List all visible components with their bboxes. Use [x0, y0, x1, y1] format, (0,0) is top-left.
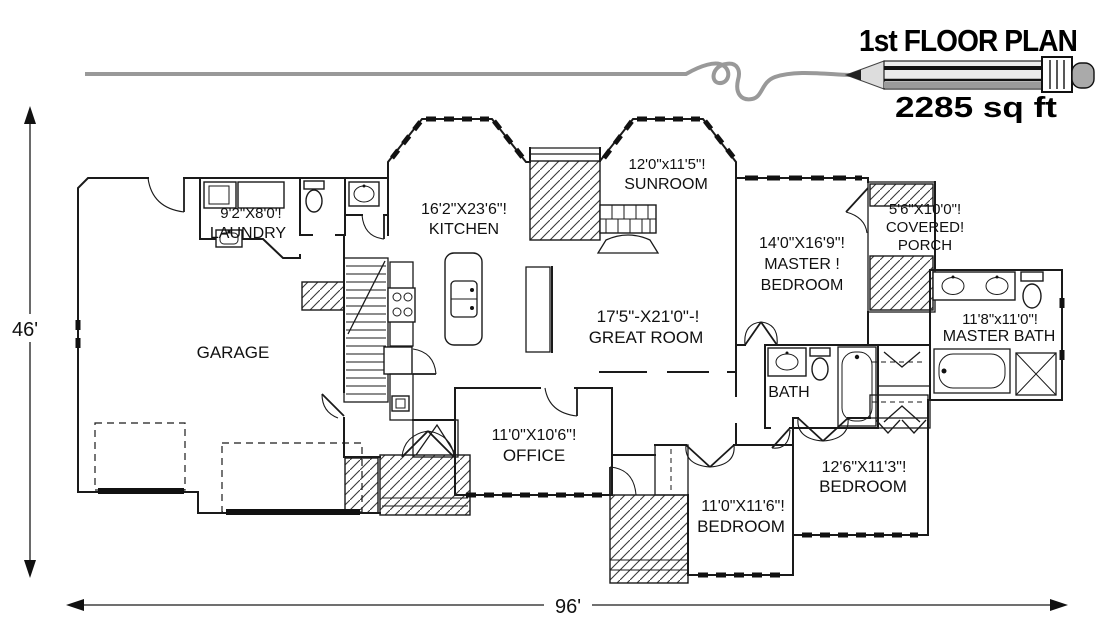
bedroom-front-closet — [654, 444, 689, 496]
sunroom-name: SUNROOM — [624, 176, 708, 193]
bath-name: BATH — [768, 384, 809, 401]
room-sunroom: 12'0"x11'5"! SUNROOM — [624, 156, 708, 193]
kitchen-island — [444, 252, 483, 346]
covered-porch-dims: 5'6"X10'0"! — [889, 201, 961, 218]
room-bedroom-front: 11'0"X11'6"! BEDROOM — [697, 498, 785, 536]
width-dimension-label: 96' — [555, 596, 581, 618]
room-office: 11'0"X10'6"! OFFICE — [492, 427, 577, 465]
porch-hatches — [301, 147, 936, 584]
prep-sink-icon — [391, 395, 410, 412]
laundry-sink-icon — [215, 229, 243, 248]
master-bedroom-name-1: MASTER ! — [764, 256, 840, 273]
kitchen-counter-east — [525, 266, 551, 353]
cooktop-icon — [387, 287, 416, 323]
hall-sink-icon — [348, 181, 380, 207]
walls — [77, 118, 1063, 576]
master-bath-dims: 11'8"x11'0"! — [962, 311, 1038, 328]
master-toilet-icon — [1020, 271, 1044, 309]
bath-toilet-icon — [809, 347, 831, 381]
master-bath-name: MASTER BATH — [943, 328, 1056, 345]
pantry-cabinet — [383, 346, 413, 375]
laundry-dims: 9'2"X8'0'! — [220, 205, 281, 222]
great-room-dims: 17'5"-X21'0"-! — [597, 307, 700, 326]
room-garage: GARAGE — [197, 343, 270, 362]
bedroom-right-name: BEDROOM — [819, 477, 907, 496]
pencil-icon — [844, 56, 1095, 93]
powder-toilet-icon — [303, 180, 325, 213]
room-master-bedroom: 14'0"X16'9"! MASTER ! BEDROOM — [759, 235, 845, 294]
vertical-dimension: 46' — [6, 106, 48, 578]
office-name: OFFICE — [503, 446, 565, 465]
laundry-fixtures — [203, 180, 380, 248]
office-dims: 11'0"X10'6"! — [492, 427, 577, 444]
room-master-bath: 11'8"x11'0"! MASTER BATH — [943, 311, 1056, 345]
kitchen-name: KITCHEN — [429, 221, 499, 238]
pencil-sketch-line — [85, 61, 851, 102]
master-vanity — [932, 271, 1016, 301]
room-laundry: 9'2"X8'0'! LAUNDRY — [210, 205, 287, 242]
great-room-name: GREAT ROOM — [589, 328, 704, 347]
garage-name: GARAGE — [197, 343, 270, 362]
master-bedroom-dims: 14'0"X16'9"! — [759, 235, 845, 252]
bath-vanity-sink-icon — [767, 347, 807, 377]
room-bath: BATH — [768, 384, 809, 401]
master-bath-fixtures — [932, 271, 1057, 396]
island-sink-icon — [450, 280, 478, 318]
room-kitchen: 16'2"X23'6"! KITCHEN — [421, 201, 507, 238]
master-bedroom-name-2: BEDROOM — [761, 277, 844, 294]
hearth — [596, 234, 660, 254]
stairs — [343, 257, 389, 403]
master-tub-icon — [933, 348, 1011, 394]
room-labels: 9'2"X8'0'! LAUNDRY 16'2"X23'6"! KITCHEN … — [197, 156, 1056, 536]
bath-fixtures — [767, 346, 877, 427]
bedroom-front-dims: 11'0"X11'6"! — [701, 498, 785, 515]
shower-icon — [1015, 352, 1057, 396]
laundry-name: LAUNDRY — [210, 225, 287, 242]
header: 1st FLOOR PLAN 2285 sq ft — [85, 23, 1095, 124]
room-great-room: 17'5"-X21'0"-! GREAT ROOM — [589, 307, 704, 347]
covered-porch-name-2: PORCH — [898, 237, 952, 254]
dryer-icon — [237, 181, 285, 209]
kitchen-fixtures — [383, 252, 551, 421]
garage-doors — [94, 422, 363, 515]
room-covered-porch: 5'6"X10'0"! COVERED! PORCH — [886, 201, 964, 254]
rear-deck — [529, 160, 601, 241]
horizontal-dimension: 96' — [66, 592, 1068, 618]
windows — [75, 116, 1065, 578]
kitchen-dims: 16'2"X23'6"! — [421, 201, 507, 218]
stair-halfwall — [301, 281, 345, 311]
bedroom-right-dims: 12'6"X11'3"! — [822, 459, 907, 476]
room-bedroom-right: 12'6"X11'3"! BEDROOM — [819, 459, 907, 496]
covered-porch-name-1: COVERED! — [886, 219, 964, 236]
height-dimension-label: 46' — [12, 319, 38, 341]
plan-area: 2285 sq ft — [895, 92, 1057, 124]
plan-title: 1st FLOOR PLAN — [859, 23, 1077, 58]
doors — [147, 177, 869, 496]
bedroom-front-name: BEDROOM — [697, 517, 785, 536]
fireplace — [596, 204, 660, 254]
bath-tub-icon — [837, 346, 877, 427]
sunroom-dims: 12'0"x11'5"! — [629, 156, 706, 173]
garage-door-single — [94, 422, 186, 491]
